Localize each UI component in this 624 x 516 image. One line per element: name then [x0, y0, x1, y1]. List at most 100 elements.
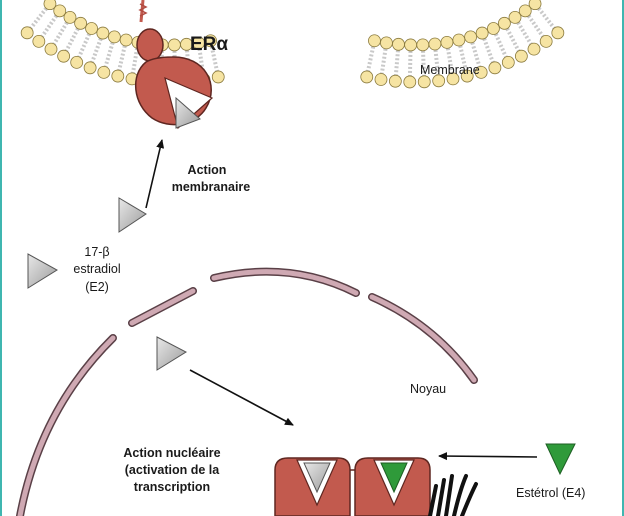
- estradiol-line2: estradiol: [73, 262, 121, 276]
- lipid-head: [508, 10, 522, 24]
- action-membrane-line1: Action: [187, 163, 227, 177]
- lipid-tail: [407, 50, 413, 76]
- lipid-head: [452, 33, 466, 47]
- lipid-head: [368, 34, 381, 48]
- action-nucleaire-line1: Action nucléaire: [123, 446, 221, 460]
- e2-ligand-nucleus: [156, 336, 188, 371]
- lipid-head: [388, 74, 402, 88]
- action-nucleaire-line2: (activation de la: [124, 463, 220, 477]
- lipid-head: [518, 4, 532, 18]
- lipid-tail: [77, 33, 91, 58]
- lipid-tail: [379, 48, 388, 74]
- lipid-head: [514, 49, 528, 63]
- lipid-head: [53, 4, 67, 18]
- lipid-tail: [505, 27, 521, 52]
- lipid-head: [204, 34, 217, 48]
- lipid-head: [446, 72, 460, 86]
- lipid-tail: [526, 14, 545, 38]
- lipid-tail: [103, 42, 115, 68]
- lipid-tail: [421, 50, 427, 76]
- lipid-head: [57, 49, 71, 63]
- lipid-tail: [29, 7, 48, 30]
- lipid-head: [440, 35, 454, 49]
- lipid-head: [528, 0, 542, 11]
- e2-ligand-top: [118, 197, 147, 233]
- lipid-head: [85, 22, 98, 35]
- lipid-tail: [445, 47, 454, 74]
- lipid-tail: [366, 46, 376, 72]
- membrane-receptor: [134, 0, 214, 130]
- lipid-head: [487, 22, 500, 35]
- arrow-nuclear-entry: [189, 369, 294, 426]
- lipid-tail: [90, 38, 103, 63]
- lipid-head: [474, 65, 488, 79]
- lipid-tail: [40, 14, 59, 38]
- nuclear-receptor-dimer: [274, 457, 431, 516]
- lipid-tail: [52, 21, 69, 46]
- dna-strands: [428, 474, 478, 516]
- noyau-label: Noyau: [410, 382, 447, 396]
- lipid-head: [70, 56, 84, 69]
- lipid-tail: [117, 45, 127, 71]
- membrane-right: [360, 0, 565, 89]
- lipid-head: [74, 16, 88, 30]
- lipid-head: [63, 10, 77, 24]
- lipid-tail: [209, 46, 219, 72]
- lipid-head: [44, 42, 58, 56]
- lipid-tail: [64, 27, 80, 52]
- lipid-head: [392, 37, 405, 51]
- lipid-head: [374, 73, 388, 86]
- lipid-tail: [482, 38, 495, 63]
- lipid-head: [539, 34, 553, 48]
- lipid-tail: [516, 21, 533, 46]
- lipid-head: [460, 69, 474, 83]
- lipid-head: [83, 61, 97, 75]
- lipid-head: [167, 38, 181, 52]
- lipid-head: [97, 65, 111, 79]
- lipid-head: [475, 26, 489, 40]
- membrane-label: Membrane: [420, 63, 480, 77]
- action-nucleaire-line3: transcription: [133, 480, 211, 494]
- lipid-head: [417, 75, 431, 89]
- lipid-head: [404, 38, 418, 52]
- lipid-head: [432, 74, 446, 88]
- lipid-head: [416, 38, 430, 52]
- lipid-tail: [131, 47, 140, 74]
- lipid-tail: [458, 45, 468, 71]
- lipid-head: [497, 16, 511, 30]
- lipid-head: [211, 70, 225, 84]
- lipid-tail: [470, 42, 482, 68]
- estetrol-label: Estétrol (E4): [516, 486, 586, 500]
- lipid-head: [464, 30, 478, 44]
- lipid-head: [119, 33, 133, 47]
- lipid-head: [111, 69, 125, 83]
- lipid-tail: [433, 49, 441, 76]
- lipid-head: [43, 0, 57, 11]
- action-membrane-line2: membranaire: [171, 180, 251, 194]
- lipid-head: [96, 26, 110, 40]
- lipid-head: [501, 56, 515, 69]
- lipid-tail: [537, 7, 556, 30]
- lipid-head: [428, 37, 442, 51]
- lipid-tail: [494, 33, 508, 58]
- lipid-head: [551, 26, 565, 40]
- receptor-label: ERα: [190, 34, 229, 55]
- lipid-head: [20, 26, 34, 40]
- lipid-head: [527, 42, 541, 56]
- arrow-estetrol: [438, 452, 538, 461]
- lipid-head: [488, 61, 502, 75]
- lipid-tail: [393, 50, 400, 76]
- lipid-head: [107, 30, 121, 44]
- estradiol-line3: (E2): [85, 280, 109, 294]
- e2-ligand-left: [27, 253, 58, 289]
- estradiol-line1: 17-β: [84, 245, 110, 259]
- e4-ligand: [545, 443, 576, 476]
- lipid-head: [403, 75, 417, 89]
- lipid-head: [32, 34, 46, 48]
- lipid-head: [380, 36, 393, 50]
- arrow-membrane-action: [145, 139, 165, 209]
- lipid-head: [360, 70, 374, 84]
